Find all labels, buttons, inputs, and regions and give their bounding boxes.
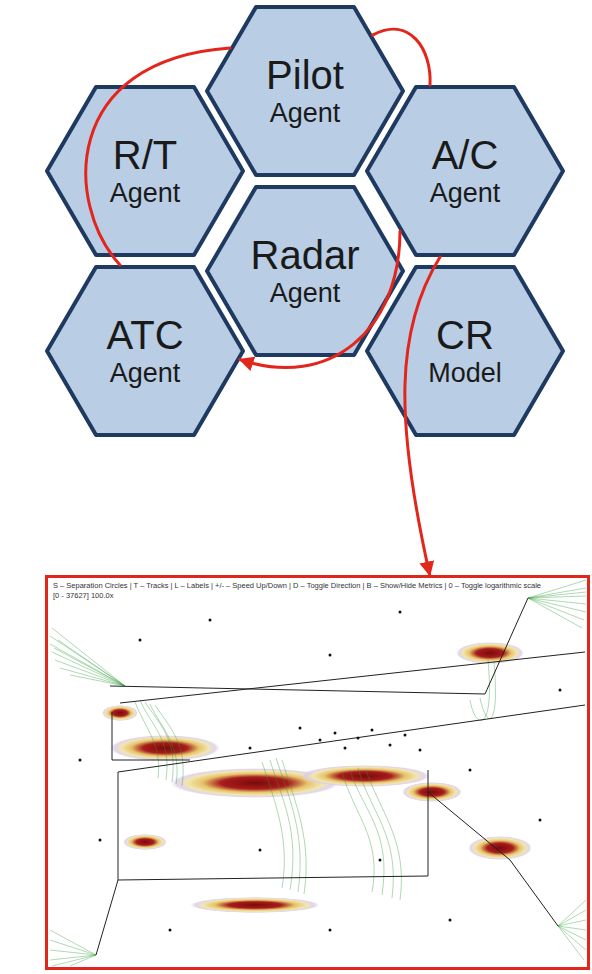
hexagon-outline	[367, 87, 563, 255]
agent-name: ATC	[106, 312, 183, 358]
agent-kind: Agent	[270, 98, 341, 129]
agent-name: R/T	[113, 132, 177, 178]
agent-hexagon: A/CAgent	[365, 85, 565, 257]
agent-name: A/C	[432, 132, 499, 178]
hexagon-outline	[47, 87, 243, 255]
screenshot-caption: S – Separation Circles | T – Tracks | L …	[53, 581, 582, 591]
trajectory-fans	[50, 580, 586, 966]
screenshot-ground	[45, 575, 590, 970]
screenshot-frame: S – Separation Circles | T – Tracks | L …	[45, 575, 590, 970]
screenshot-caption: [0 - 37627] 100.0x	[53, 591, 582, 601]
hexagon-outline	[207, 7, 403, 175]
aircraft-dots	[79, 611, 562, 932]
agent-kind: Agent	[270, 278, 341, 309]
agent-hexagon: R/TAgent	[45, 85, 245, 257]
agent-hexagon: CRModel	[365, 265, 565, 437]
heat-map	[102, 642, 532, 913]
agent-kind: Model	[428, 358, 502, 389]
agent-name: CR	[436, 312, 494, 358]
hexagon-outline	[367, 267, 563, 435]
hexagon-outline	[207, 187, 403, 355]
hexagon-outline	[47, 267, 243, 435]
agent-hexagon: ATCAgent	[45, 265, 245, 437]
route-lines	[96, 598, 585, 955]
agent-kind: Agent	[110, 178, 181, 209]
agent-kind: Agent	[110, 358, 181, 389]
agent-hexagon: RadarAgent	[205, 185, 405, 357]
agent-name: Radar	[251, 232, 360, 278]
agent-name: Pilot	[266, 52, 344, 98]
agent-hexagon: PilotAgent	[205, 5, 405, 177]
agent-kind: Agent	[430, 178, 501, 209]
